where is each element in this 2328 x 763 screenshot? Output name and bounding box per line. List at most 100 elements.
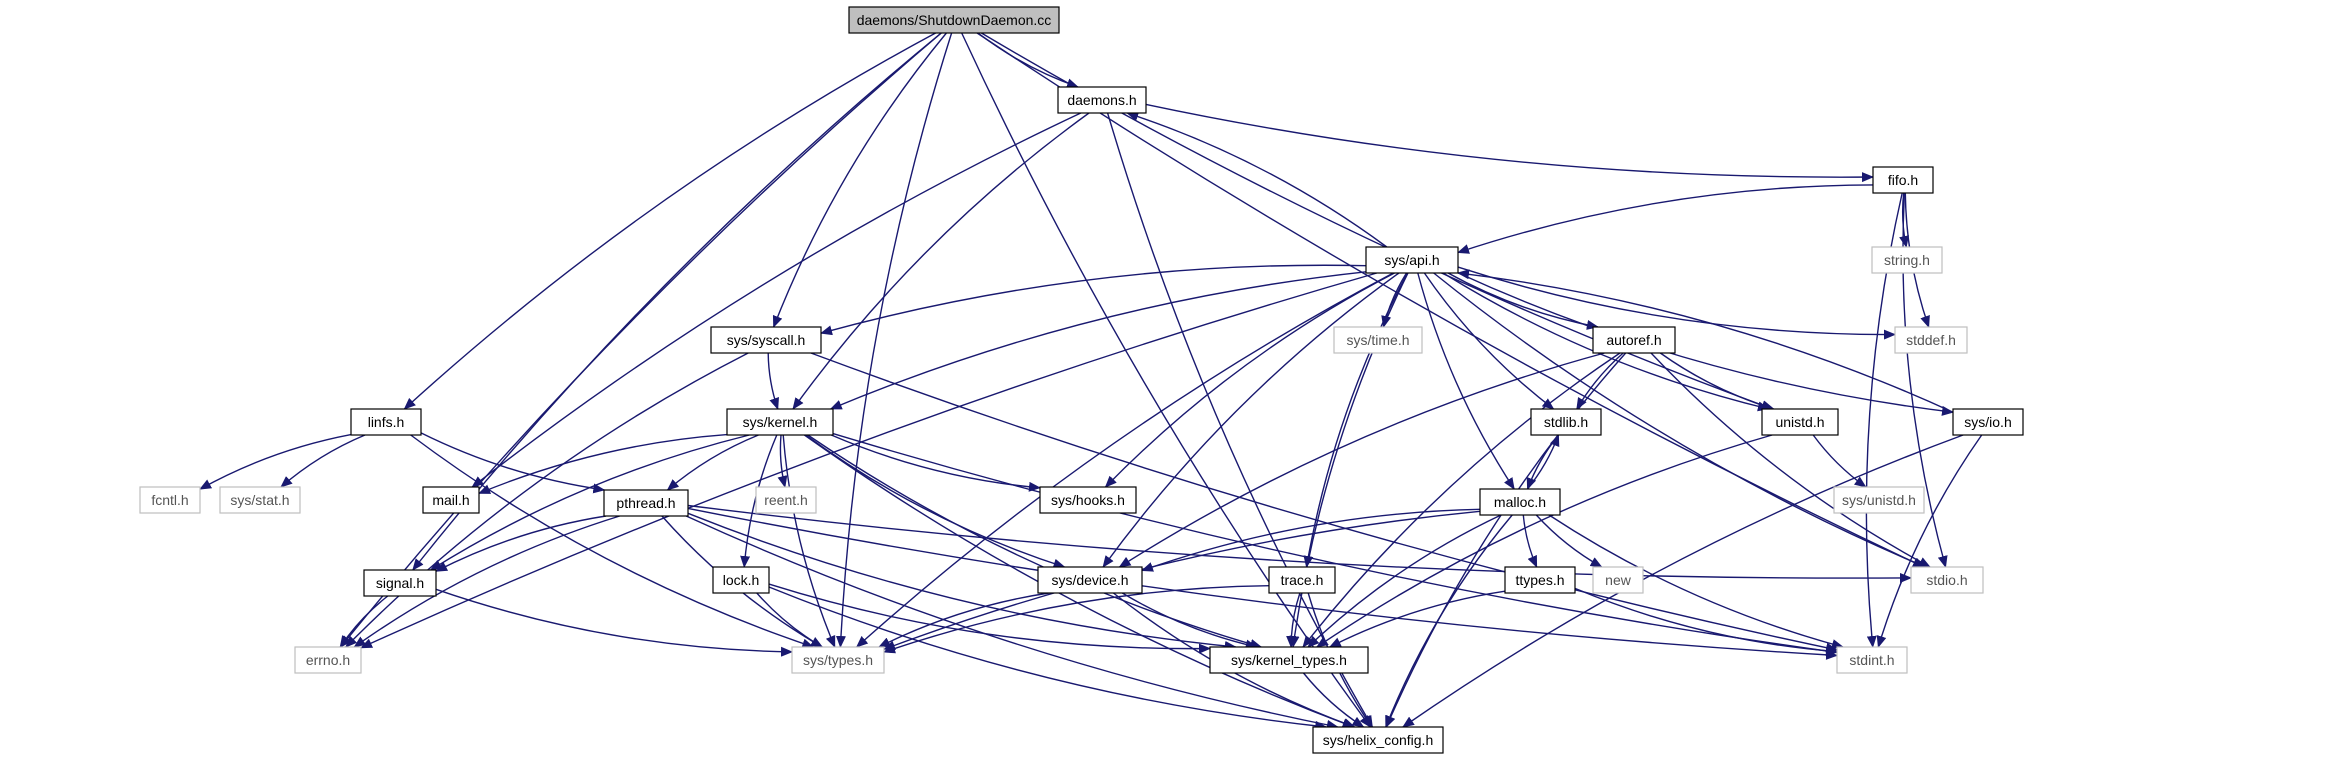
node-box <box>1312 726 1444 754</box>
node-box <box>219 486 301 514</box>
edge-lock-to-systypes <box>756 592 824 648</box>
edge-daemons-to-syskernel <box>792 112 1090 410</box>
edge-root-to-syssyscall <box>772 32 947 328</box>
edge-linfs-to-pthread <box>420 432 606 494</box>
edge-pthread-to-errno <box>353 515 620 648</box>
node-sys-stat-h[interactable]: sys/stat.h <box>219 486 301 514</box>
node-trace-h[interactable]: trace.h <box>1268 566 1336 594</box>
edge-sysapi-to-sysdevice <box>1102 272 1400 568</box>
node-box <box>710 326 822 354</box>
node-box <box>1504 566 1576 594</box>
edge-fifo-to-stdio <box>1902 192 1948 568</box>
edge-pthread-to-stdint <box>687 507 1838 660</box>
node-sys-syscall-h[interactable]: sys/syscall.h <box>710 326 822 354</box>
edge-pthread-to-syshelixconfig <box>685 515 1339 730</box>
node-box <box>139 486 201 514</box>
node-lock-h[interactable]: lock.h <box>712 566 770 594</box>
edge-syskernel-to-sysdevice <box>805 434 1066 569</box>
node-label: stdlib.h <box>1544 414 1588 430</box>
node-label: fcntl.h <box>151 492 188 508</box>
node-linfs-h[interactable]: linfs.h <box>350 408 422 436</box>
node-signal-h[interactable]: signal.h <box>363 569 437 597</box>
node-sys-kernel-h[interactable]: sys/kernel.h <box>726 408 834 436</box>
node-box <box>1479 488 1561 516</box>
node-label: sys/device.h <box>1051 572 1128 588</box>
node-sys-api-h[interactable]: sys/api.h <box>1365 246 1459 274</box>
edge-syskernel-to-reent <box>777 434 788 488</box>
node-stdlib-h[interactable]: stdlib.h <box>1530 408 1602 436</box>
edge-malloc-to-systypes <box>883 510 1481 651</box>
edge-lock-to-syshelixconfig <box>768 586 1328 731</box>
node-box <box>1333 326 1423 354</box>
node-malloc-h[interactable]: malloc.h <box>1479 488 1561 516</box>
node-daemons-h[interactable]: daemons.h <box>1057 86 1147 114</box>
node-box <box>726 408 834 436</box>
node-stdio-h[interactable]: stdio.h <box>1910 566 1984 594</box>
node-sys-time-h[interactable]: sys/time.h <box>1333 326 1423 354</box>
node-fifo-h[interactable]: fifo.h <box>1872 166 1934 194</box>
node-errno-h[interactable]: errno.h <box>294 646 362 674</box>
edge-signal-to-errno <box>339 595 389 648</box>
node-label: stdint.h <box>1849 652 1894 668</box>
node-sys-types-h[interactable]: sys/types.h <box>791 646 885 674</box>
node-sys-device-h[interactable]: sys/device.h <box>1037 566 1143 594</box>
node-label: sys/stat.h <box>230 492 289 508</box>
node-label: sys/kernel.h <box>743 414 818 430</box>
edge-sysapi-to-daemons <box>1126 111 1388 248</box>
node-label: malloc.h <box>1494 494 1546 510</box>
edge-sysapi-to-malloc <box>1417 272 1515 490</box>
edge-lock-to-syskerneltypes <box>768 583 1211 654</box>
edge-pthread-to-syskerneltypes <box>687 512 1237 651</box>
node-unistd-h[interactable]: unistd.h <box>1761 408 1839 436</box>
node-sys-io-h[interactable]: sys/io.h <box>1952 408 2024 436</box>
edge-signal-to-systypes <box>435 588 793 657</box>
node-sys-helix-config-h[interactable]: sys/helix_config.h <box>1312 726 1444 754</box>
node-label: autoref.h <box>1606 332 1661 348</box>
node-daemons-shutdowndaemon-cc[interactable]: daemons/ShutdownDaemon.cc <box>848 6 1060 34</box>
node-box <box>603 489 689 517</box>
node-reent-h[interactable]: reent.h <box>755 486 817 514</box>
node-stdint-h[interactable]: stdint.h <box>1836 646 1908 674</box>
edge-syskernel-to-signal <box>429 434 750 571</box>
node-box <box>1833 486 1925 514</box>
node-label: stdio.h <box>1926 572 1967 588</box>
node-fcntl-h[interactable]: fcntl.h <box>139 486 201 514</box>
node-mail-h[interactable]: mail.h <box>422 486 480 514</box>
node-sys-unistd-h[interactable]: sys/unistd.h <box>1833 486 1925 514</box>
node-sys-kernel-types-h[interactable]: sys/kernel_types.h <box>1209 646 1369 674</box>
edge-syskerneltypes-to-syshelixconfig <box>1302 672 1365 728</box>
node-box <box>1761 408 1839 436</box>
node-sys-hooks-h[interactable]: sys/hooks.h <box>1039 486 1137 514</box>
node-string-h[interactable]: string.h <box>1871 246 1943 274</box>
node-box <box>1910 566 1984 594</box>
node-label: stddef.h <box>1906 332 1956 348</box>
edge-sysapi-to-syskerneltypes <box>1289 272 1409 648</box>
edge-autoref-to-unistd <box>1659 352 1775 411</box>
edge-sysdevice-to-syskerneltypes <box>1121 592 1258 650</box>
node-box <box>363 569 437 597</box>
edge-sysapi-to-syskernel <box>829 271 1367 410</box>
node-label: fifo.h <box>1888 172 1918 188</box>
node-label: reent.h <box>764 492 808 508</box>
edge-sysapi-to-stdio <box>1433 272 1927 568</box>
node-box <box>1530 408 1602 436</box>
node-label: sys/hooks.h <box>1051 492 1125 508</box>
node-box <box>294 646 362 674</box>
edge-autoref-to-syskerneltypes <box>1302 352 1621 648</box>
node-label: errno.h <box>306 652 350 668</box>
node-stddef-h[interactable]: stddef.h <box>1894 326 1968 354</box>
node-label: linfs.h <box>368 414 405 430</box>
edge-malloc-to-syshelixconfig <box>1385 514 1513 728</box>
edge-linfs-to-sysstat <box>280 434 366 488</box>
node-autoref-h[interactable]: autoref.h <box>1592 326 1676 354</box>
node-pthread-h[interactable]: pthread.h <box>603 489 689 517</box>
edge-sysapi-to-sysio <box>1457 272 1954 416</box>
edge-sysdevice-to-systypes <box>878 592 1050 648</box>
node-ttypes-h[interactable]: ttypes.h <box>1504 566 1576 594</box>
node-box <box>1592 326 1676 354</box>
edge-syskernel-to-mail <box>478 433 728 495</box>
node-new[interactable]: new <box>1592 566 1644 594</box>
edge-sysapi-to-syshooks <box>1104 272 1395 488</box>
node-box <box>1365 246 1459 274</box>
